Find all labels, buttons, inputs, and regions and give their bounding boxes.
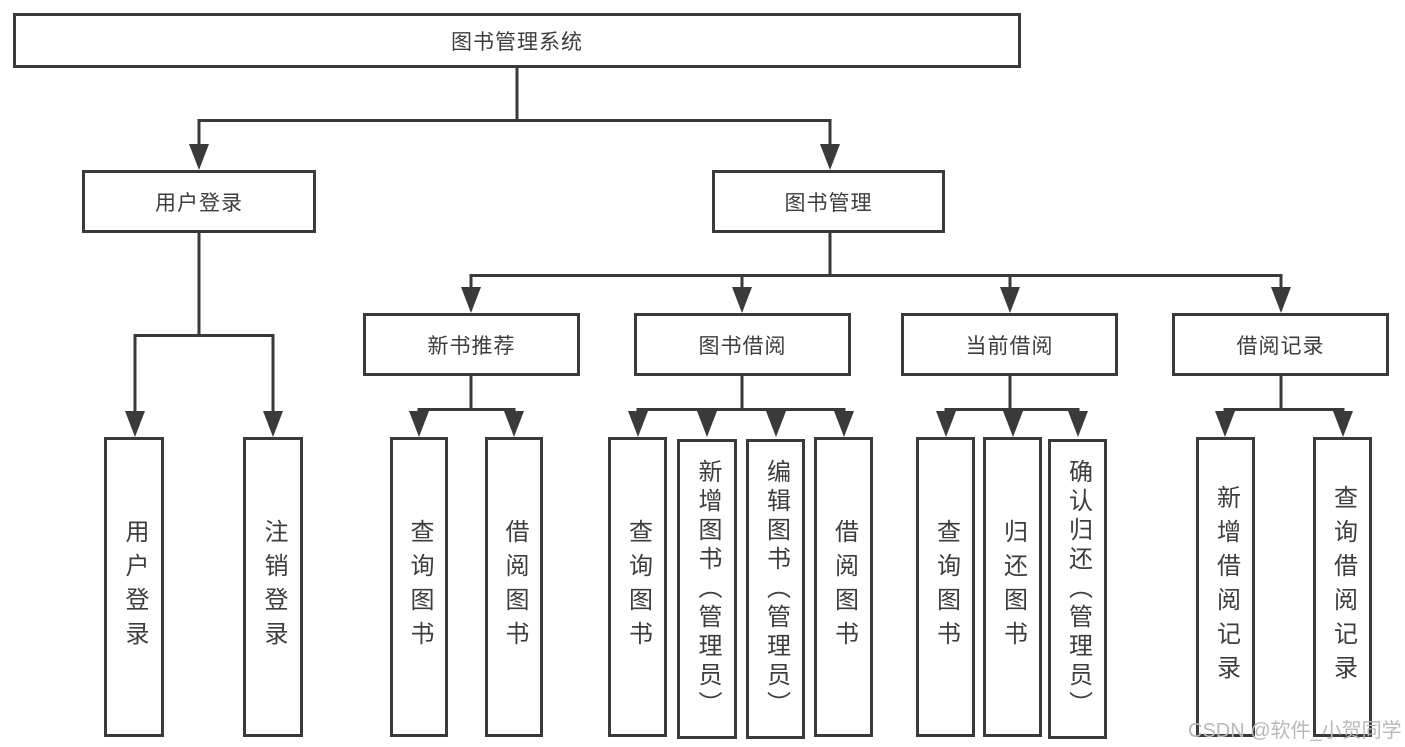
arrow-down-icon [732, 287, 752, 313]
leaf-logout-label: 注销登录 [260, 519, 287, 655]
leaf-current-query-label: 查询图书 [932, 519, 960, 655]
edge-book-mgmt-split [469, 233, 1283, 290]
leaf-return-book: 归还图书 [983, 437, 1042, 737]
node-book-borrow: 图书借阅 [634, 313, 851, 376]
node-borrow-records: 借阅记录 [1172, 313, 1389, 376]
leaf-confirm-return-admin-label: 确认归还（管理员） [1064, 458, 1092, 720]
arrow-down-icon [263, 411, 283, 437]
leaf-user-login: 用户登录 [104, 437, 164, 737]
leaf-newbook-borrow: 借阅图书 [485, 437, 543, 737]
edge-book-borrow-split [636, 375, 846, 414]
leaf-add-book-admin: 新增图书（管理员） [677, 439, 737, 739]
arrow-down-icon [697, 411, 717, 437]
arrow-down-icon [1333, 411, 1353, 437]
leaf-user-login-label: 用户登录 [121, 519, 148, 655]
arrow-down-icon [1271, 287, 1291, 313]
csdn-watermark: CSDN @软件_小贺同学 [1188, 720, 1402, 742]
leaf-return-book-label: 归还图书 [999, 519, 1027, 655]
leaf-newbook-borrow-label: 借阅图书 [501, 519, 528, 655]
node-user-login: 用户登录 [82, 170, 316, 233]
leaf-current-query: 查询图书 [916, 437, 975, 737]
edge-borrow-records-split [1223, 375, 1345, 414]
arrow-down-icon [504, 411, 524, 437]
node-current-borrow-label: 当前借阅 [965, 334, 1054, 358]
leaf-borrow-query: 查询图书 [608, 437, 667, 737]
leaf-add-borrow-record: 新增借阅记录 [1196, 437, 1255, 737]
arrow-down-icon [1068, 411, 1088, 437]
arrow-down-icon [766, 411, 786, 437]
arrow-down-icon [628, 411, 648, 437]
arrow-down-icon [936, 411, 956, 437]
leaf-logout: 注销登录 [243, 437, 303, 737]
node-root: 图书管理系统 [13, 13, 1021, 68]
node-borrow-records-label: 借阅记录 [1236, 334, 1325, 358]
arrow-down-icon [834, 411, 854, 437]
leaf-borrow-book: 借阅图书 [814, 437, 873, 737]
leaf-edit-book-admin-label: 编辑图书（管理员） [762, 458, 790, 720]
node-book-borrow-label: 图书借阅 [698, 334, 787, 358]
leaf-borrow-book-label: 借阅图书 [830, 519, 858, 655]
arrow-down-icon [189, 144, 209, 170]
leaf-edit-book-admin: 编辑图书（管理员） [746, 439, 805, 739]
arrow-down-icon [461, 287, 481, 313]
leaf-newbook-query-label: 查询图书 [406, 519, 433, 655]
node-book-management-label: 图书管理 [784, 191, 873, 215]
leaf-query-borrow-record: 查询借阅记录 [1313, 437, 1372, 737]
edge-current-borrow-split [944, 375, 1080, 414]
arrowheads [125, 144, 1353, 437]
arrow-down-icon [409, 411, 429, 437]
leaf-borrow-query-label: 查询图书 [624, 519, 652, 655]
leaf-confirm-return-admin: 确认归还（管理员） [1048, 439, 1107, 739]
leaf-newbook-query: 查询图书 [390, 437, 448, 737]
edge-user-login-split [133, 233, 275, 413]
arrow-down-icon [1003, 411, 1023, 437]
node-new-book-recommend: 新书推荐 [363, 313, 580, 376]
node-root-label: 图书管理系统 [451, 30, 583, 54]
node-new-book-recommend-label: 新书推荐 [427, 334, 516, 358]
edge-root-split [197, 68, 832, 146]
leaf-add-book-admin-label: 新增图书（管理员） [694, 458, 721, 720]
arrow-down-icon [820, 144, 840, 170]
arrow-down-icon [125, 411, 145, 437]
leaf-add-borrow-record-label: 新增借阅记录 [1212, 485, 1240, 689]
arrow-down-icon [1215, 411, 1235, 437]
edge-new-book-split [417, 375, 516, 414]
node-current-borrow: 当前借阅 [901, 313, 1118, 376]
arrow-down-icon [1000, 287, 1020, 313]
node-book-management: 图书管理 [712, 170, 945, 233]
node-user-login-label: 用户登录 [155, 191, 243, 215]
leaf-query-borrow-record-label: 查询借阅记录 [1329, 485, 1357, 689]
